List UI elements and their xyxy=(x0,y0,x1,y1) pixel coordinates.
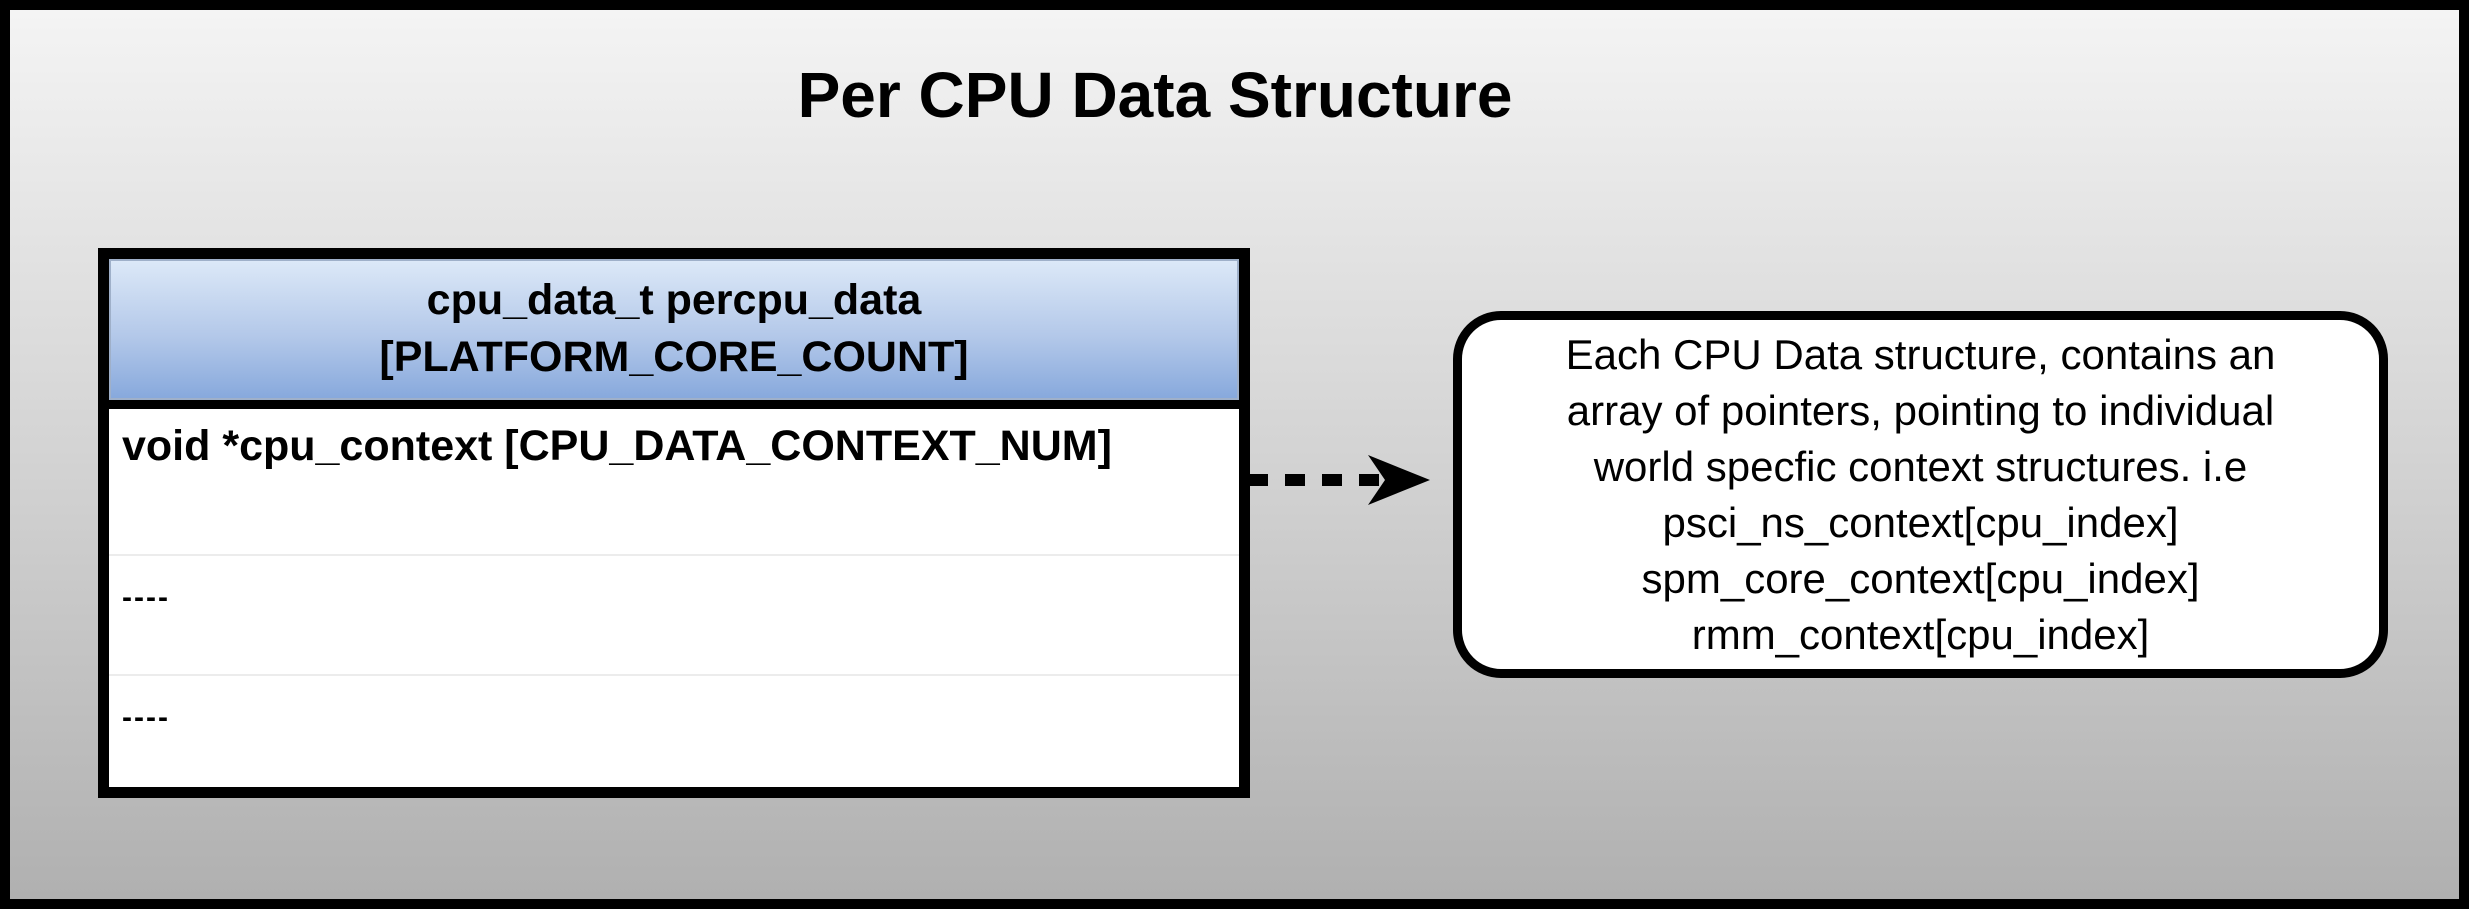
cpu-data-table: cpu_data_t percpu_data [PLATFORM_CORE_CO… xyxy=(98,248,1250,798)
callout-line: array of pointers, pointing to individua… xyxy=(1566,386,2275,434)
table-header-line1: cpu_data_t percpu_data xyxy=(426,276,922,324)
callout-line: Each CPU Data structure, contains an xyxy=(1565,330,2276,378)
table-header-line2: [PLATFORM_CORE_COUNT] xyxy=(379,333,969,381)
table-row-placeholder-1: ---- xyxy=(109,554,1239,674)
callout-line: spm_core_context[cpu_index] xyxy=(1641,554,2200,602)
callout-line: rmm_context[cpu_index] xyxy=(1691,610,2150,658)
table-header: cpu_data_t percpu_data [PLATFORM_CORE_CO… xyxy=(109,259,1239,409)
table-row-placeholder-2: ---- xyxy=(109,674,1239,787)
dashed-arrow-icon xyxy=(1248,450,1438,510)
diagram-title: Per CPU Data Structure xyxy=(797,59,1513,131)
callout-line: world specfic context structures. i.e xyxy=(1593,442,2248,490)
callout-box: Each CPU Data structure, contains an arr… xyxy=(1453,311,2388,678)
table-row-cpu-context: void *cpu_context [CPU_DATA_CONTEXT_NUM] xyxy=(109,409,1239,554)
callout-line: psci_ns_context[cpu_index] xyxy=(1662,498,2179,546)
